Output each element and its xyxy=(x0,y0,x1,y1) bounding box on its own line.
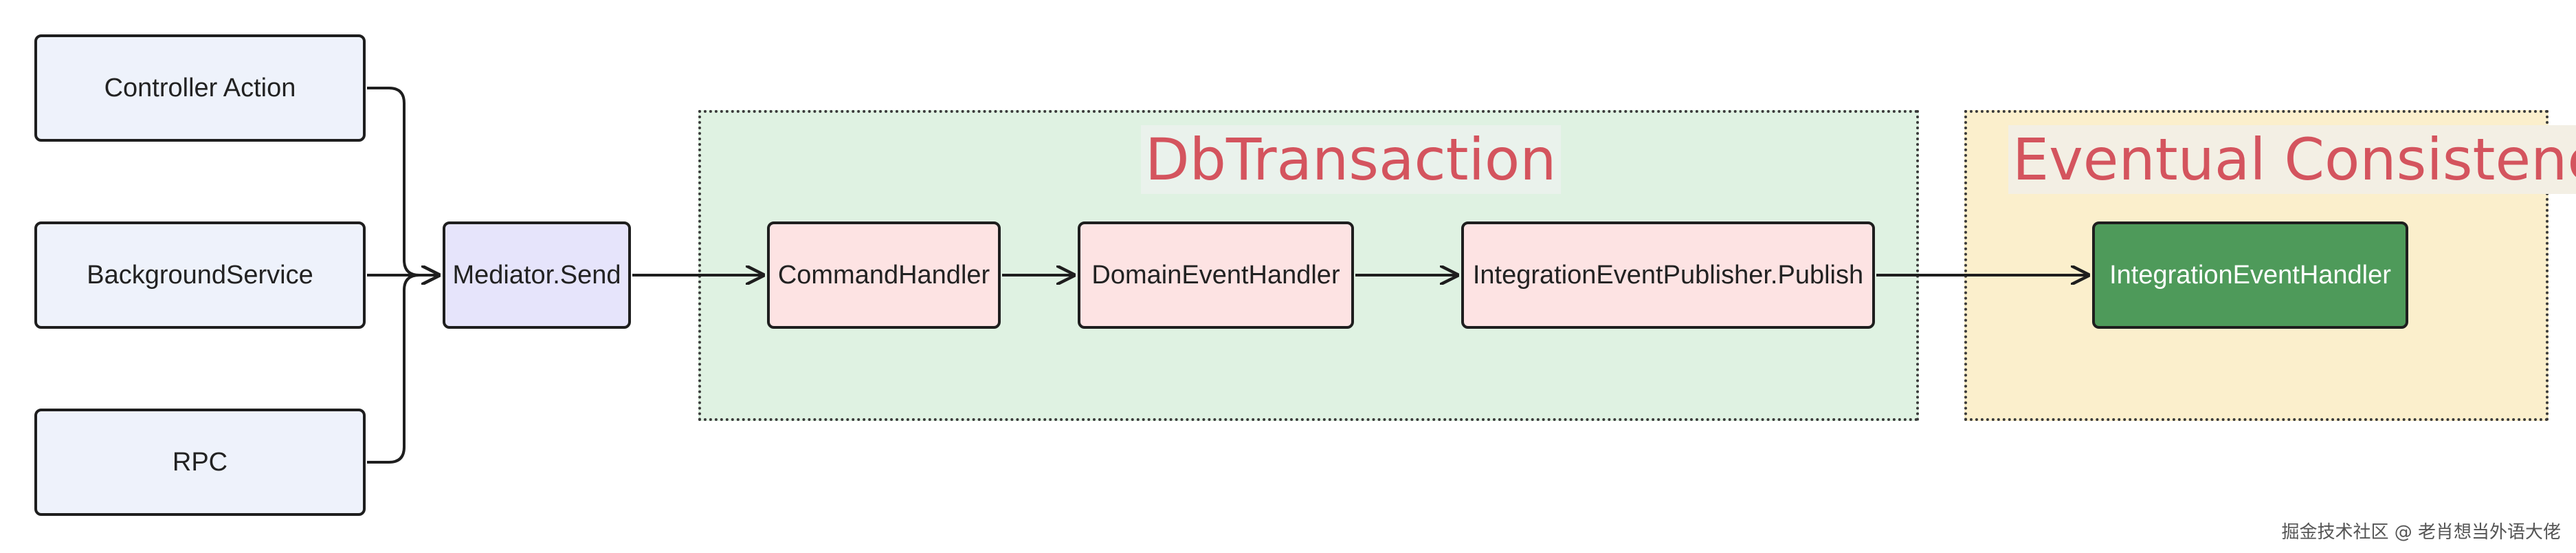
integration-event-publisher-node: IntegrationEventPublisher.Publish xyxy=(1461,221,1875,329)
controller-action-node: Controller Action xyxy=(34,34,366,142)
eventual-consistency-title: Eventual Consistency xyxy=(2008,125,2576,194)
command-handler-node: CommandHandler xyxy=(767,221,1001,329)
watermark: 掘金技术社区 @ 老肖想当外语大佬 xyxy=(2281,522,2561,543)
domain-event-handler-node: DomainEventHandler xyxy=(1078,221,1354,329)
rpc-node: RPC xyxy=(34,409,366,516)
mediator-send-node: Mediator.Send xyxy=(443,221,631,329)
db-transaction-title: DbTransaction xyxy=(1141,125,1561,194)
background-service-node: BackgroundService xyxy=(34,221,366,329)
edge-rpc-to-mediator xyxy=(367,274,420,464)
integration-event-handler-node: IntegrationEventHandler xyxy=(2092,221,2408,329)
edge-controller-to-mediator xyxy=(367,87,438,275)
